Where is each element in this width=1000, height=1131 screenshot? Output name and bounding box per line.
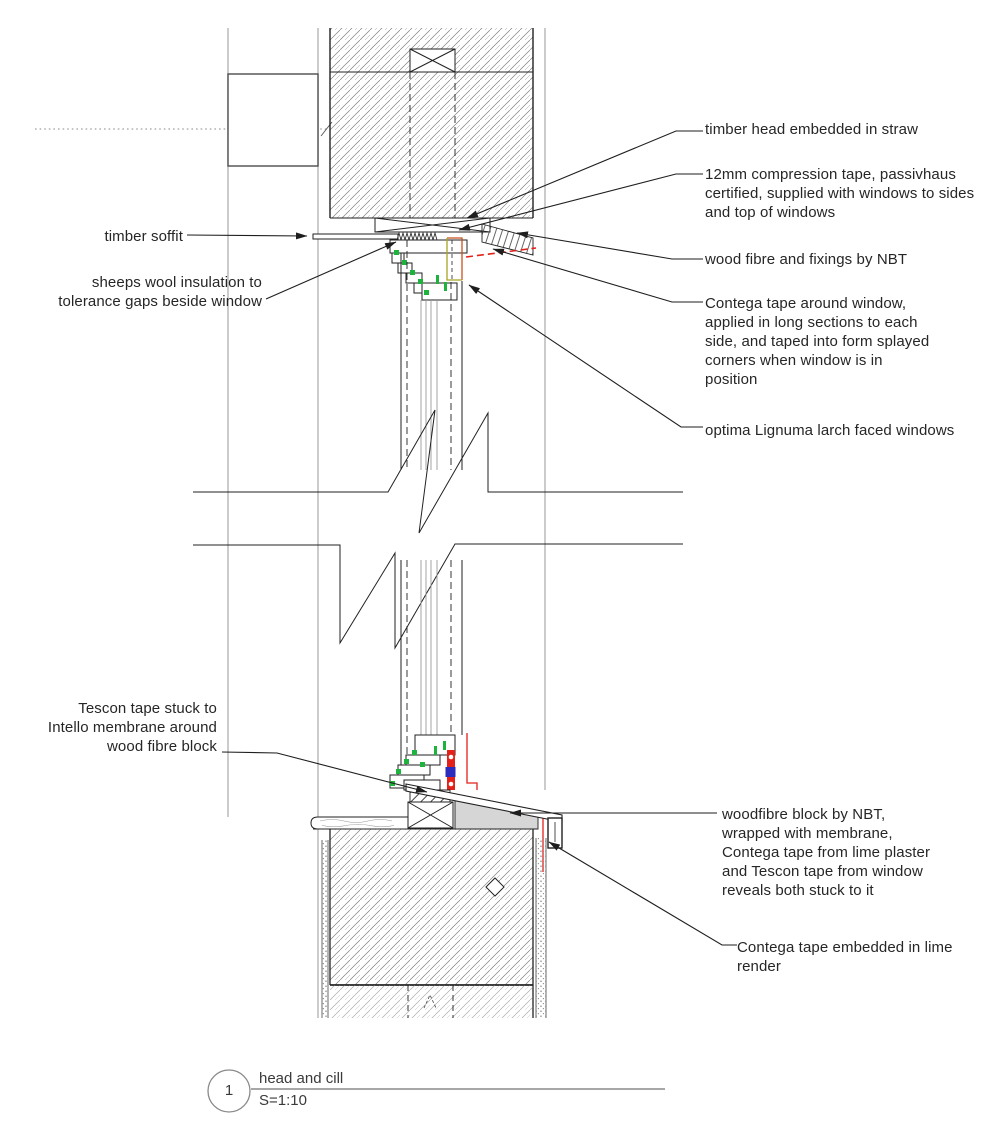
timber-post-dashed-lines [409,72,456,218]
annotation-contega-render: Contega tape embedded in lime render [737,939,953,975]
leader-contega-window [492,248,703,303]
window-frame-head [389,239,468,301]
lime-plaster-strip [321,840,329,1018]
annotation-compression-tape: 12mm compression tape, passivhaus certif… [705,166,975,221]
green-tape-marks-head [394,250,447,295]
leader-timber-head [466,130,703,219]
window-verticals-upper [400,240,463,470]
leader-timber-soffit [186,232,308,240]
annotation-timber-soffit: timber soffit [104,228,183,245]
wall-section-top [227,28,534,219]
window-board [310,816,409,830]
annotation-timber-head: timber head embedded in straw [705,121,919,138]
window-head-detail [312,217,537,301]
leader-tescon-tape [221,751,428,793]
sheeps-wool-coil [396,231,438,242]
leader-wood-fibre [516,231,703,260]
timber-noggin-box [409,48,456,73]
annotation-sheeps-wool: sheeps wool insulation to tolerance gaps… [58,274,262,310]
leader-lines [186,130,737,946]
annotation-wood-fibre: wood fibre and fixings by NBT [705,251,908,268]
leader-optima-windows [468,284,703,428]
detail-number: 1 [224,1082,234,1099]
compression-tape-strip [481,223,534,256]
window-verticals-lower [400,560,463,780]
leader-sheeps-wool [265,241,397,300]
annotation-contega-window: Contega tape around window, applied in l… [705,295,930,388]
fixing-diamond [485,877,505,897]
blue-fixing-square [445,767,456,777]
lime-render-strip [535,838,547,1018]
wall-section-bottom [313,828,547,1018]
red-fixing-bar [445,750,456,790]
detail-title: head and cill [259,1070,344,1087]
timber-soffit-board [312,233,399,240]
timber-cill-block [407,801,454,829]
leader-contega-render [548,841,737,946]
tescon-tape-red-line [466,733,478,790]
frame-tape-outline [446,237,463,281]
annotation-tescon-tape: Tescon tape stuck to Intello membrane ar… [47,700,217,755]
leader-compression-tape [458,173,703,231]
interior-beam-box [227,73,319,167]
detail-scale: S=1:10 [259,1092,307,1109]
break-lines [193,409,683,650]
annotation-optima-windows: optima Lignuma larch faced windows [705,422,955,439]
timber-head [374,217,491,233]
annotation-woodfibre-block: woodfibre block by NBT, wrapped with mem… [722,806,931,899]
title-block-graphics [207,1069,665,1113]
wall-continuation-strip [330,985,533,1018]
